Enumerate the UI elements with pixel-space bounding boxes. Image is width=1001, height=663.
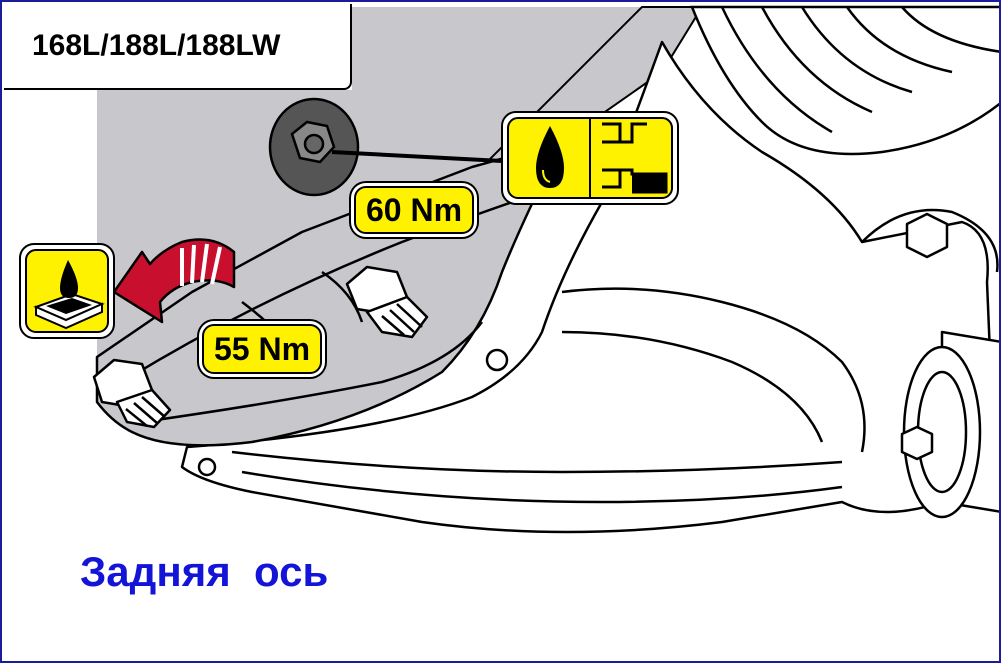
model-label: 168L/188L/188LW — [4, 4, 352, 90]
leader-line — [331, 150, 523, 164]
torque-label-lower: 55 Nm — [202, 324, 322, 374]
propeller-shaft — [690, 5, 999, 156]
drain-plug — [268, 97, 360, 197]
differential-housing — [180, 40, 999, 534]
torque-label-upper: 60 Nm — [354, 186, 474, 234]
oil-drop-sealant-surface-icon — [19, 243, 115, 339]
red-curved-arrow-icon — [112, 238, 236, 324]
bolt-upper — [345, 265, 429, 339]
oil-drop-drain-plug-icon — [501, 111, 679, 205]
bolt-lower — [92, 358, 172, 429]
caption: Задняя ось — [80, 548, 329, 595]
